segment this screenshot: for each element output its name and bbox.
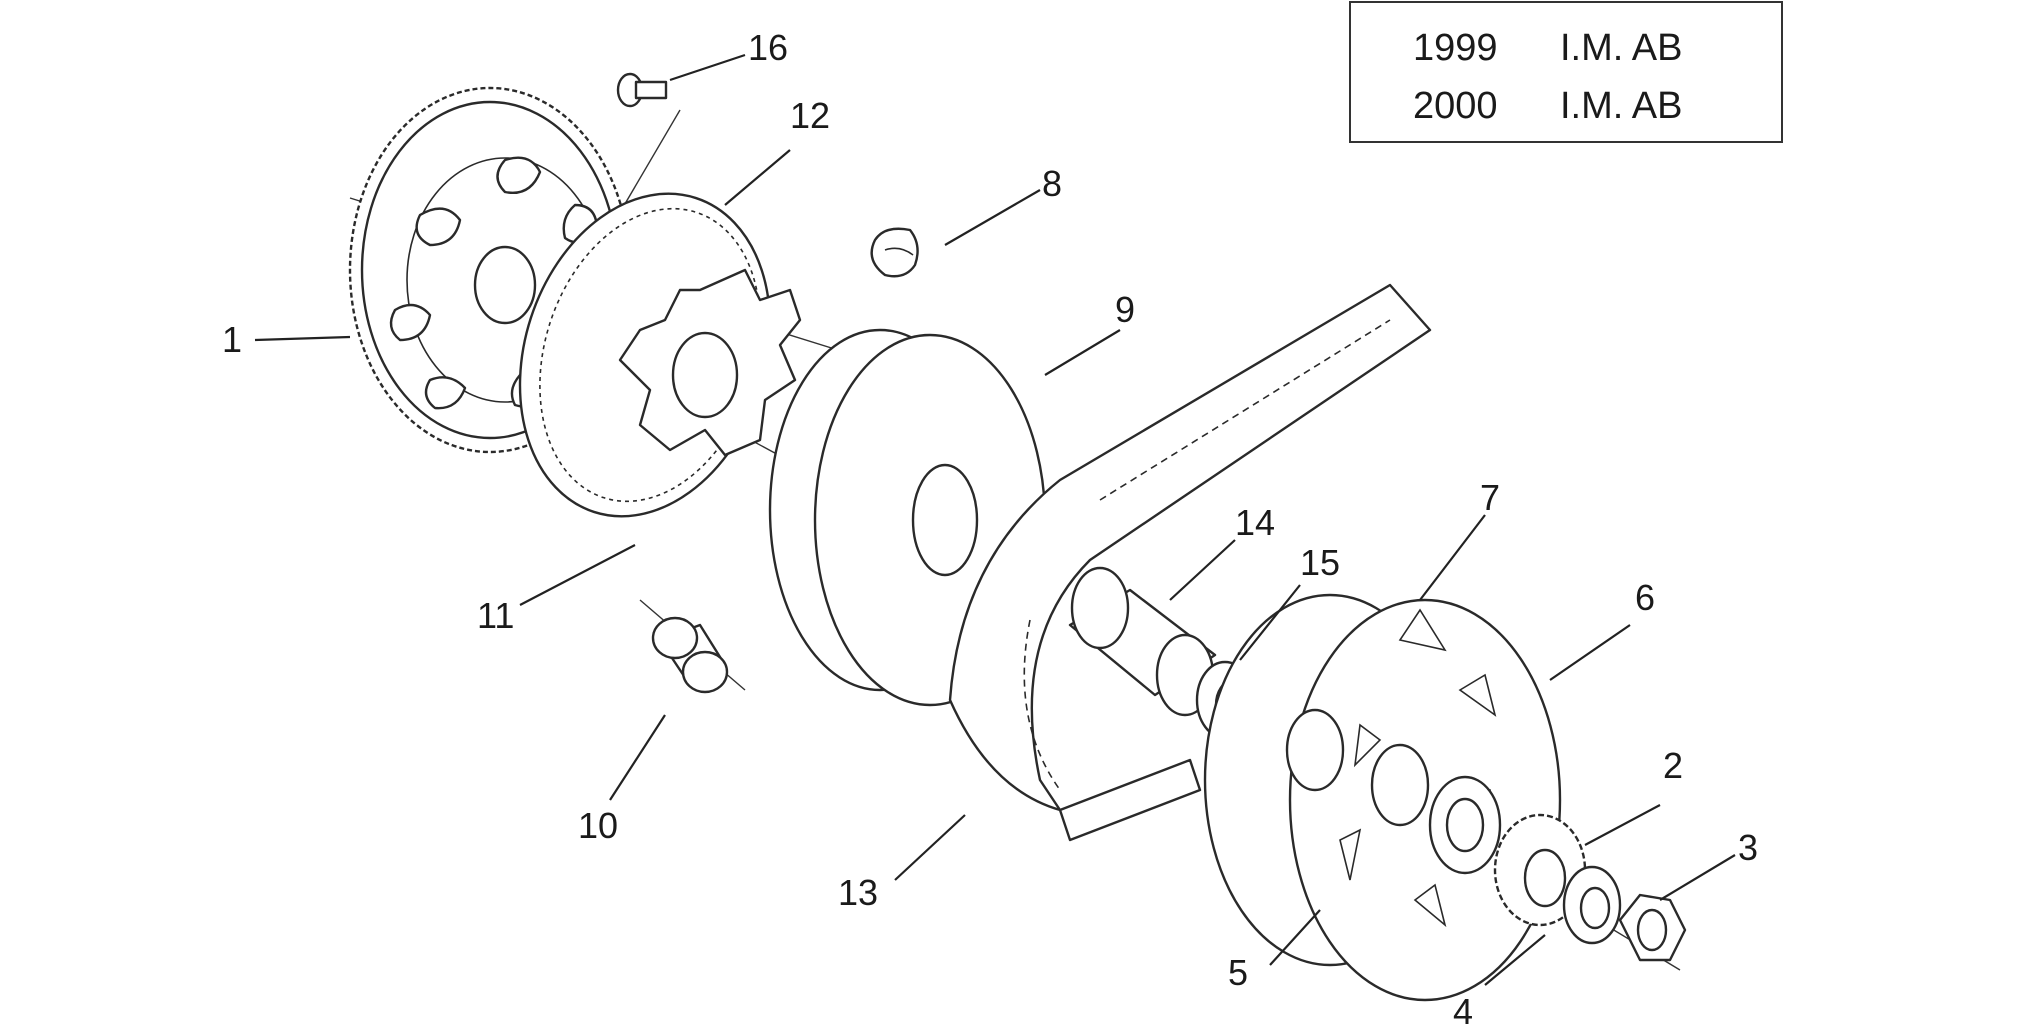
leader-lines bbox=[254, 53, 1736, 986]
callout-1: 1 bbox=[222, 319, 242, 360]
part-11-ramp-plate bbox=[618, 268, 802, 457]
callout-12: 12 bbox=[790, 95, 830, 136]
table-code-1999: I.M. AB bbox=[1560, 27, 1682, 69]
part-4-washer bbox=[1562, 865, 1622, 945]
part-3-hex-nut bbox=[1618, 893, 1687, 962]
year-model-table: 1999 I.M. AB 2000 I.M. AB bbox=[1349, 1, 1783, 143]
callout-13: 13 bbox=[838, 872, 878, 913]
part-6-fan-plate bbox=[1285, 598, 1562, 1002]
callout-4: 4 bbox=[1453, 991, 1473, 1029]
part-5-washer bbox=[1428, 775, 1502, 875]
part-10-bushing bbox=[651, 616, 729, 694]
callout-7: 7 bbox=[1480, 477, 1500, 518]
table-code-2000: I.M. AB bbox=[1560, 85, 1682, 127]
callout-2: 2 bbox=[1663, 745, 1683, 786]
part-8-slider bbox=[870, 227, 919, 278]
part-2-nut bbox=[1493, 813, 1587, 927]
callout-3: 3 bbox=[1738, 827, 1758, 868]
part-14-spacer bbox=[1068, 566, 1217, 717]
part-16-screw bbox=[616, 72, 668, 108]
part-13-belt bbox=[948, 283, 1432, 842]
callout-6: 6 bbox=[1635, 577, 1655, 618]
callout-10: 10 bbox=[578, 805, 618, 846]
callout-9: 9 bbox=[1115, 289, 1135, 330]
callout-5: 5 bbox=[1228, 952, 1248, 993]
callout-14: 14 bbox=[1235, 502, 1275, 543]
table-year-1999: 1999 bbox=[1413, 27, 1498, 69]
table-year-2000: 2000 bbox=[1413, 85, 1498, 127]
callout-15: 15 bbox=[1300, 542, 1340, 583]
callout-16: 16 bbox=[748, 27, 788, 68]
callout-8: 8 bbox=[1042, 163, 1062, 204]
callout-11: 11 bbox=[477, 595, 514, 636]
callout-labels: 1 2 3 4 5 6 7 8 9 10 11 12 13 14 15 16 bbox=[222, 27, 1758, 1029]
